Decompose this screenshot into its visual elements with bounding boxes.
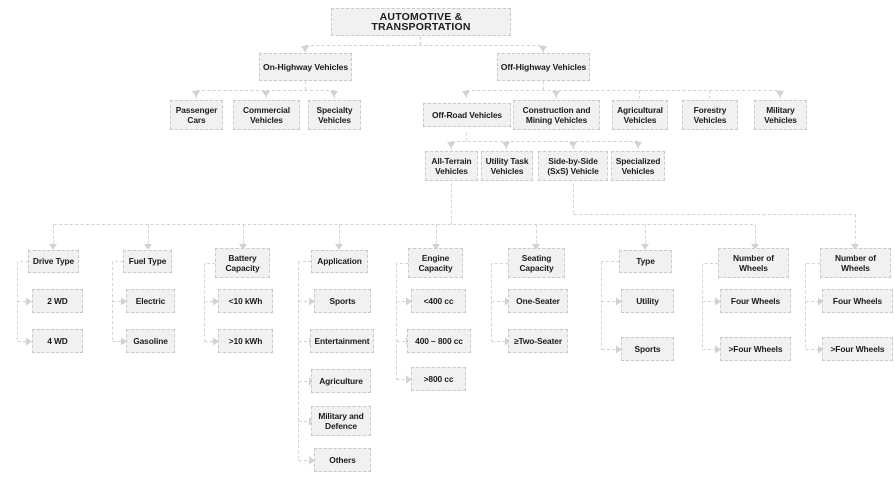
arrow-down-icon xyxy=(539,46,547,52)
arrow-down-icon xyxy=(192,91,200,97)
col-header-drive-type[interactable]: Drive Type xyxy=(28,250,79,273)
arrow-down-icon xyxy=(447,142,455,148)
col-value-number-of-wheels-a-1[interactable]: >Four Wheels xyxy=(720,337,791,361)
node-on-highway-vehicles[interactable]: On-Highway Vehicles xyxy=(259,53,352,81)
node-off-road-vehicles[interactable]: Off-Road Vehicles xyxy=(423,103,511,127)
col-header-type[interactable]: Type xyxy=(619,250,672,273)
arrow-down-icon xyxy=(432,244,440,250)
arrow-down-icon xyxy=(462,91,470,97)
node-specialty-vehicles[interactable]: Specialty Vehicles xyxy=(308,100,361,130)
col-value-engine-capacity-1[interactable]: 400 – 800 cc xyxy=(407,329,471,353)
col-value-engine-capacity-2[interactable]: >800 cc xyxy=(411,367,466,391)
col-value-drive-type-1[interactable]: 4 WD xyxy=(32,329,83,353)
arrow-down-icon xyxy=(335,244,343,250)
col-value-type-1[interactable]: Sports xyxy=(621,337,674,361)
col-value-application-3[interactable]: Military and Defence xyxy=(311,406,371,436)
arrow-down-icon xyxy=(49,244,57,250)
node-side-by-side-sxs-vehicle[interactable]: Side-by-Side (SxS) Vehicle xyxy=(538,151,608,181)
col-header-number-of-wheels-a[interactable]: Number of Wheels xyxy=(718,248,789,278)
arrow-down-icon xyxy=(301,46,309,52)
node-forestry-vehicles[interactable]: Forestry Vehicles xyxy=(682,100,738,130)
arrow-down-icon xyxy=(144,244,152,250)
arrow-down-icon xyxy=(239,244,247,250)
col-value-number-of-wheels-a-0[interactable]: Four Wheels xyxy=(720,289,791,313)
node-utility-task-vehicles[interactable]: Utility Task Vehicles xyxy=(481,151,533,181)
node-commercial-vehicles[interactable]: Commercial Vehicles xyxy=(233,100,300,130)
arrow-down-icon xyxy=(502,142,510,148)
col-value-fuel-type-1[interactable]: Gasoline xyxy=(126,329,175,353)
arrow-down-icon xyxy=(532,244,540,250)
col-value-battery-capacity-1[interactable]: >10 kWh xyxy=(218,329,273,353)
col-header-number-of-wheels-b[interactable]: Number of Wheels xyxy=(820,248,891,278)
col-value-seating-capacity-0[interactable]: One-Seater xyxy=(508,289,568,313)
arrow-down-icon xyxy=(262,91,270,97)
node-agricultural-vehicles[interactable]: Agricultural Vehicles xyxy=(612,100,668,130)
col-value-number-of-wheels-b-1[interactable]: >Four Wheels xyxy=(822,337,893,361)
arrow-down-icon xyxy=(751,244,759,250)
col-value-battery-capacity-0[interactable]: <10 kWh xyxy=(218,289,273,313)
node-off-highway-vehicles[interactable]: Off-Highway Vehicles xyxy=(497,53,590,81)
node-passenger-cars[interactable]: Passenger Cars xyxy=(170,100,223,130)
col-value-number-of-wheels-b-0[interactable]: Four Wheels xyxy=(822,289,893,313)
node-specialized-vehicles[interactable]: Specialized Vehicles xyxy=(611,151,665,181)
col-value-application-1[interactable]: Entertainment xyxy=(310,329,374,353)
col-value-fuel-type-0[interactable]: Electric xyxy=(126,289,175,313)
col-header-seating-capacity[interactable]: Seating Capacity xyxy=(508,248,565,278)
col-header-application[interactable]: Application xyxy=(311,250,368,273)
col-value-application-4[interactable]: Others xyxy=(314,448,371,472)
node-all-terrain-vehicles[interactable]: All-Terrain Vehicles xyxy=(425,151,478,181)
node-construction-and-mining-vehicles[interactable]: Construction and Mining Vehicles xyxy=(513,100,600,130)
arrow-down-icon xyxy=(634,142,642,148)
col-header-battery-capacity[interactable]: Battery Capacity xyxy=(215,248,270,278)
col-value-engine-capacity-0[interactable]: <400 cc xyxy=(411,289,466,313)
col-value-seating-capacity-1[interactable]: ≥Two-Seater xyxy=(508,329,568,353)
arrow-down-icon xyxy=(641,244,649,250)
node-military-vehicles[interactable]: Military Vehicles xyxy=(754,100,807,130)
col-header-engine-capacity[interactable]: Engine Capacity xyxy=(408,248,463,278)
col-value-drive-type-0[interactable]: 2 WD xyxy=(32,289,83,313)
col-value-application-2[interactable]: Agriculture xyxy=(311,369,371,393)
col-value-type-0[interactable]: Utility xyxy=(621,289,674,313)
arrow-down-icon xyxy=(776,91,784,97)
col-header-fuel-type[interactable]: Fuel Type xyxy=(123,250,172,273)
arrow-down-icon xyxy=(569,142,577,148)
node-root[interactable]: AUTOMOTIVE & TRANSPORTATION xyxy=(331,8,511,36)
arrow-down-icon xyxy=(552,91,560,97)
col-value-application-0[interactable]: Sports xyxy=(314,289,371,313)
arrow-down-icon xyxy=(330,91,338,97)
arrow-down-icon xyxy=(851,244,859,250)
